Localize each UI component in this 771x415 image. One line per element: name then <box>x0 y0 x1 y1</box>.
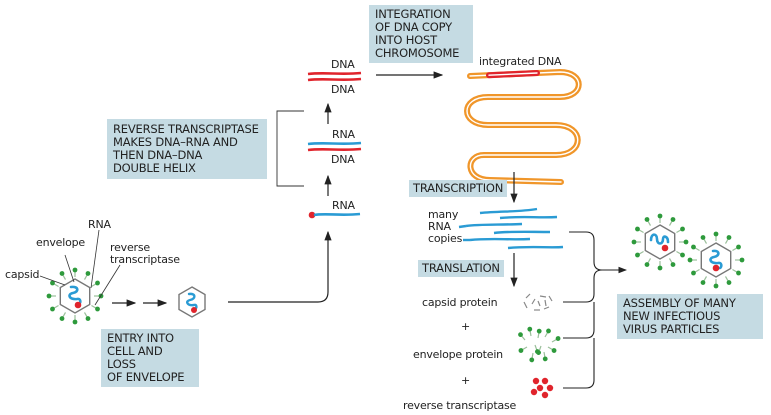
rt-box-line: THEN DNA–DNA <box>113 148 203 162</box>
integration-line: INTEGRATION <box>375 7 451 21</box>
integration-line: INTO HOST <box>375 33 437 47</box>
assembly-brace <box>563 231 628 389</box>
integration-box: INTEGRATION OF DNA COPY INTO HOST CHROMO… <box>369 5 473 63</box>
rna-hybrid-label: RNA <box>332 128 355 141</box>
release-rna-arrow <box>228 230 332 303</box>
integration-line: OF DNA COPY <box>375 20 452 34</box>
rna-copies-line: copies <box>428 232 463 245</box>
dna-label-top: DNA <box>331 58 355 71</box>
capsid-shape <box>59 278 91 314</box>
entry-box-line: OF ENVELOPE <box>107 370 185 384</box>
rna-copies-label: many RNA copies <box>428 209 462 245</box>
virus-reverse-transcriptase-label: reverse transcriptase <box>110 242 180 266</box>
rna-copies-line: many <box>428 208 459 221</box>
capsid-pointer <box>39 275 66 286</box>
plus-sign-2: + <box>461 374 471 387</box>
plus-sign-1: + <box>461 320 471 333</box>
rna-copies-line: RNA <box>428 220 451 233</box>
capsid-protein-fragments <box>523 293 553 311</box>
virus-capsid-label: capsid <box>5 268 40 281</box>
dna-label-second: DNA <box>331 83 355 96</box>
envelope-protein-cluster <box>516 325 562 364</box>
capsid-protein-label: capsid protein <box>422 296 498 309</box>
rt-bracket <box>276 110 304 187</box>
assembly-box-line: VIRUS PARTICLES <box>623 322 720 336</box>
rna-pointer <box>90 229 100 289</box>
entry-box-line: ENTRY INTO <box>107 331 174 345</box>
new-virus-particle-1 <box>630 213 690 271</box>
rna-dna-hybrid <box>307 141 362 152</box>
uncoated-capsid <box>178 286 206 318</box>
translation-box: TRANSLATION <box>418 260 504 277</box>
dna-hybrid-label: DNA <box>331 153 355 166</box>
reverse-transcriptase-pointer <box>94 264 121 306</box>
virus-rt-line: reverse <box>110 241 150 254</box>
dna-double-helix <box>307 71 362 82</box>
new-virus-particle-2 <box>686 231 746 289</box>
transcription-box: TRANSCRIPTION <box>409 180 508 197</box>
virus-envelope-label: envelope <box>36 236 85 249</box>
viral-rna-strand <box>68 285 82 306</box>
integrated-dna-label: integrated DNA <box>479 55 562 68</box>
rna-pointer-2 <box>458 224 467 229</box>
assembly-box-line: NEW INFECTIOUS <box>623 309 721 323</box>
rna-copies <box>465 207 564 250</box>
virus-rna-label: RNA <box>88 218 111 231</box>
reverse-transcriptase-box: REVERSE TRANSCRIPTASE MAKES DNA–RNA AND … <box>107 119 267 179</box>
reverse-transcriptase-dots <box>530 377 554 399</box>
single-rna <box>308 211 361 219</box>
virus-particle-infecting <box>45 267 105 325</box>
rt-box-line: DOUBLE HELIX <box>113 161 196 175</box>
reverse-transcriptase-dot <box>74 301 82 309</box>
integration-line: CHROMOSOME <box>375 46 460 60</box>
envelope-protein-label: envelope protein <box>413 348 503 361</box>
rt-box-line: MAKES DNA–RNA AND <box>113 135 238 149</box>
virus-rt-line: transcriptase <box>110 253 180 266</box>
rna-single-label: RNA <box>332 199 355 212</box>
rt-box-line: REVERSE TRANSCRIPTASE <box>113 122 259 136</box>
envelope-pointer <box>64 254 75 283</box>
host-chromosome <box>464 68 582 185</box>
assembly-box: ASSEMBLY OF MANY NEW INFECTIOUS VIRUS PA… <box>617 294 763 339</box>
assembly-box-line: ASSEMBLY OF MANY <box>623 296 736 310</box>
transcription-label: TRANSCRIPTION <box>413 181 504 195</box>
reverse-transcriptase-label: reverse transcriptase <box>403 399 517 412</box>
entry-box: ENTRY INTO CELL AND LOSS OF ENVELOPE <box>101 329 199 387</box>
entry-box-line: CELL AND LOSS <box>107 344 163 371</box>
translation-label: TRANSLATION <box>422 261 500 275</box>
